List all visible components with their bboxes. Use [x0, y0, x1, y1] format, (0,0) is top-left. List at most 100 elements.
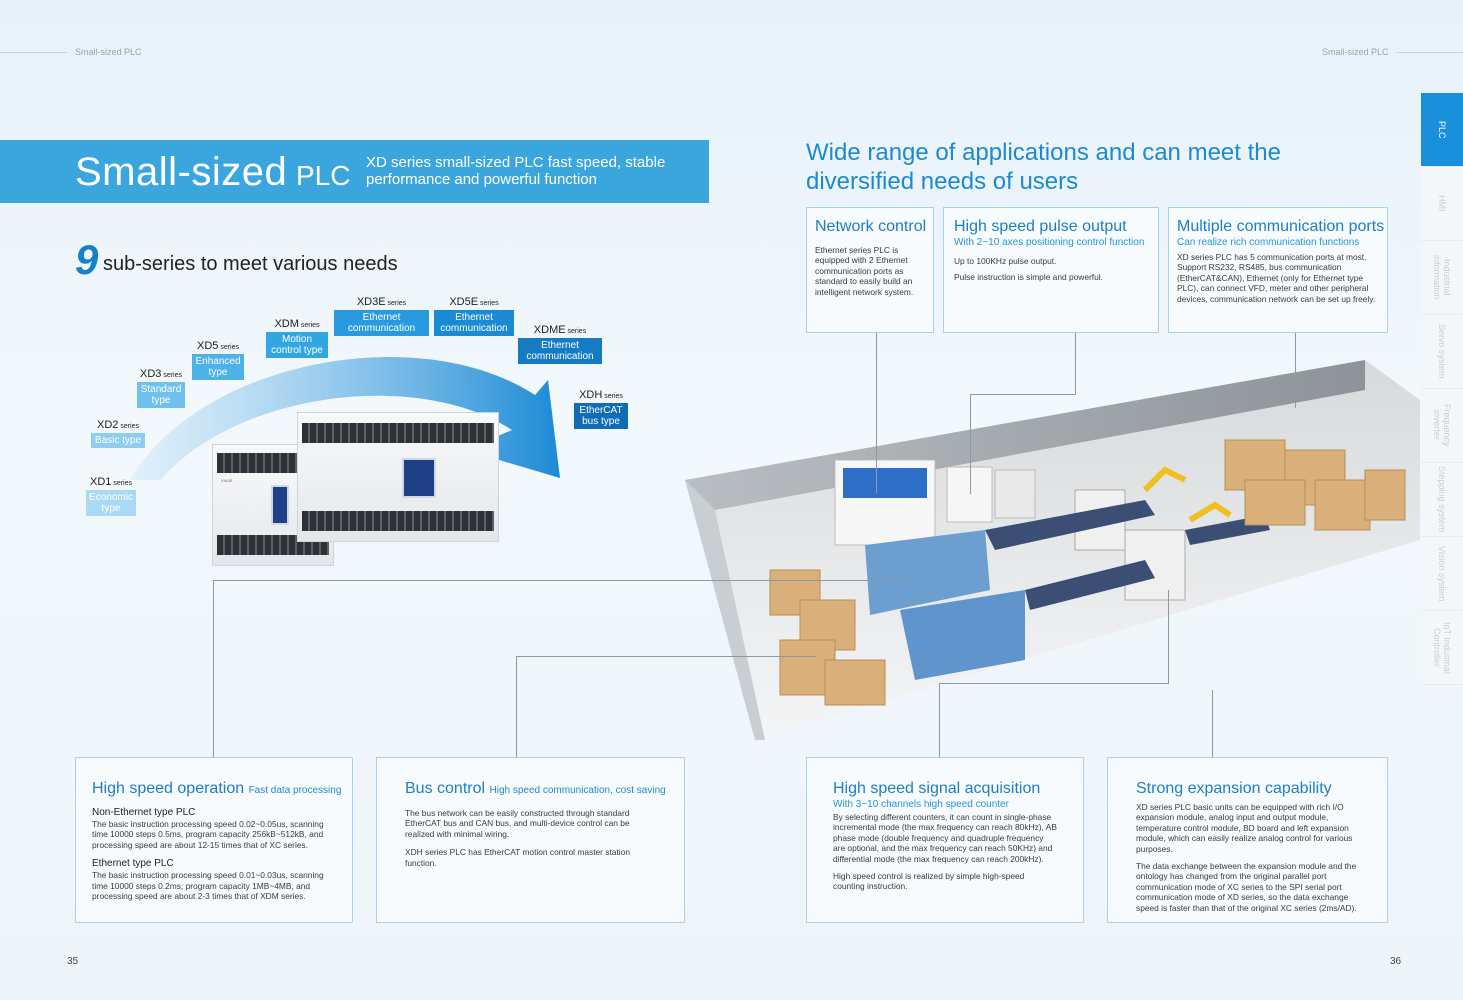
header-left-text: Small-sized PLC — [75, 47, 142, 57]
feature-network-control: Network control Ethernet series PLC is e… — [806, 207, 934, 333]
series-name: XD3E — [356, 296, 386, 308]
series-suffix: series — [565, 328, 587, 335]
feature-body-2: Pulse instruction is simple and powerful… — [954, 272, 1103, 283]
tab-industrial-information[interactable]: Industrial information — [1421, 241, 1463, 315]
feature-title: Network control — [815, 218, 927, 235]
page-number-right: 36 — [1390, 956, 1402, 967]
series-name: XDH — [579, 389, 603, 401]
series-arrow-icon — [130, 357, 560, 480]
series-suffix: series — [298, 322, 320, 329]
feature-expansion-capability: Strong expansion capability XD series PL… — [1107, 757, 1388, 923]
series-suffix: series — [218, 344, 240, 351]
applications-title: Wide range of applications and can meet … — [806, 139, 1281, 195]
feature-body-1: The basic instruction processing speed 0… — [92, 819, 324, 850]
header-right-text: Small-sized PLC — [1322, 47, 1389, 57]
tab-stepping-system[interactable]: Stepping system — [1421, 463, 1463, 537]
feature-body-2: High speed control is realized by simple… — [833, 871, 1025, 892]
series-tag: Ethernet communication — [434, 310, 514, 336]
feature-body-2: XDH series PLC has EtherCAT motion contr… — [405, 847, 630, 868]
page-number-left: 35 — [67, 956, 79, 967]
connector-line — [970, 394, 971, 494]
feature-body-1: The bus network can be easily constructe… — [405, 808, 630, 839]
factory-illustration — [685, 360, 1420, 740]
banner-title-suffix: PLC — [296, 160, 351, 191]
connector-line — [213, 580, 214, 758]
series-tag: Enhanced type — [192, 354, 244, 380]
feature-body: Ethernet series PLC is equipped with 2 E… — [815, 245, 914, 297]
feature-body-2: The basic instruction processing speed 0… — [92, 870, 324, 902]
banner-title: Small-sized — [75, 150, 288, 194]
feature-body-2: The data exchange between the expansion … — [1136, 861, 1357, 913]
feature-heading-1: Non-Ethernet type PLC — [92, 807, 196, 818]
series-suffix: series — [118, 423, 140, 430]
feature-subtitle: Can realize rich communication functions — [1177, 237, 1360, 248]
series-suffix: series — [478, 300, 499, 307]
tab-hmi[interactable]: HMI — [1421, 167, 1463, 241]
series-tag: Basic type — [91, 433, 145, 448]
feature-body: XD series PLC has 5 communication ports … — [1177, 252, 1376, 304]
device-brand: XINJE — [221, 478, 233, 483]
connector-line — [939, 683, 940, 758]
feature-body-1: By selecting different counters, it can … — [833, 812, 1057, 864]
series-tag: Ethernet communication — [334, 310, 429, 336]
connector-line — [213, 580, 910, 581]
feature-body-1: XD series PLC basic units can be equippe… — [1136, 802, 1353, 854]
feature-signal-acquisition: High speed signal acquisition With 3~10 … — [806, 757, 1084, 923]
feature-title: High speed pulse output — [954, 218, 1127, 235]
title-banner: Small-sized PLC XD series small-sized PL… — [0, 140, 709, 203]
connector-line — [876, 333, 877, 493]
subseries-text: sub-series to meet various needs — [103, 253, 398, 275]
series-suffix: series — [111, 480, 133, 487]
connector-line — [516, 656, 517, 758]
connector-line — [970, 394, 1076, 395]
subseries-count: 9 — [75, 236, 99, 283]
banner-subtitle: XD series small-sized PLC fast speed, st… — [366, 154, 666, 188]
feature-subtitle: With 2~10 axes positioning control funct… — [954, 237, 1145, 248]
connector-line — [939, 683, 1169, 684]
feature-title: Strong expansion capability — [1136, 780, 1332, 797]
series-name: XD2 — [96, 419, 119, 431]
series-suffix: series — [161, 372, 183, 379]
series-suffix: series — [385, 300, 407, 307]
feature-title: High speed operation — [92, 780, 245, 797]
connector-line — [1295, 333, 1296, 408]
feature-title-small: Fast data processing — [248, 785, 342, 796]
tab-iot-controller[interactable]: IoT Industrial Controller — [1421, 611, 1463, 685]
feature-heading-2: Ethernet type PLC — [92, 858, 174, 870]
feature-title: Multiple communication ports — [1177, 218, 1385, 235]
series-name: XD5 — [196, 340, 219, 352]
tab-frequency-inverter[interactable]: Frequency inverter — [1421, 389, 1463, 463]
feature-high-speed-operation: High speed operation Fast data processin… — [75, 757, 353, 923]
series-suffix: series — [602, 393, 623, 400]
series-tag: EtherCAT bus type — [574, 403, 628, 429]
feature-title-small: High speed communication, cost saving — [489, 785, 666, 796]
series-tag: Ethernet communication — [518, 338, 602, 364]
series-tag: Motion control type — [266, 332, 328, 358]
connector-line — [1075, 333, 1076, 395]
series-name: XDM — [274, 318, 299, 330]
feature-pulse-output: High speed pulse output With 2~10 axes p… — [943, 207, 1159, 333]
series-tag: Economic type — [86, 490, 136, 516]
connector-line — [516, 656, 816, 657]
subseries-heading: 9 sub-series to meet various needs — [75, 236, 398, 284]
feature-bus-control: Bus control High speed communication, co… — [376, 757, 685, 923]
connector-line — [1212, 690, 1213, 758]
header-rule-left — [0, 52, 67, 53]
feature-communication-ports: Multiple communication ports Can realize… — [1168, 207, 1388, 333]
tab-servo-system[interactable]: Servo system — [1421, 315, 1463, 389]
series-name: XD5E — [449, 296, 479, 308]
series-name: XD1 — [89, 476, 112, 488]
category-tabs: PLC HMI Industrial information Servo sys… — [1421, 93, 1463, 685]
tab-plc[interactable]: PLC — [1421, 93, 1463, 167]
connector-line — [1168, 590, 1169, 684]
series-name: XD3 — [139, 368, 162, 380]
tab-vision-system[interactable]: Vision system — [1421, 537, 1463, 611]
